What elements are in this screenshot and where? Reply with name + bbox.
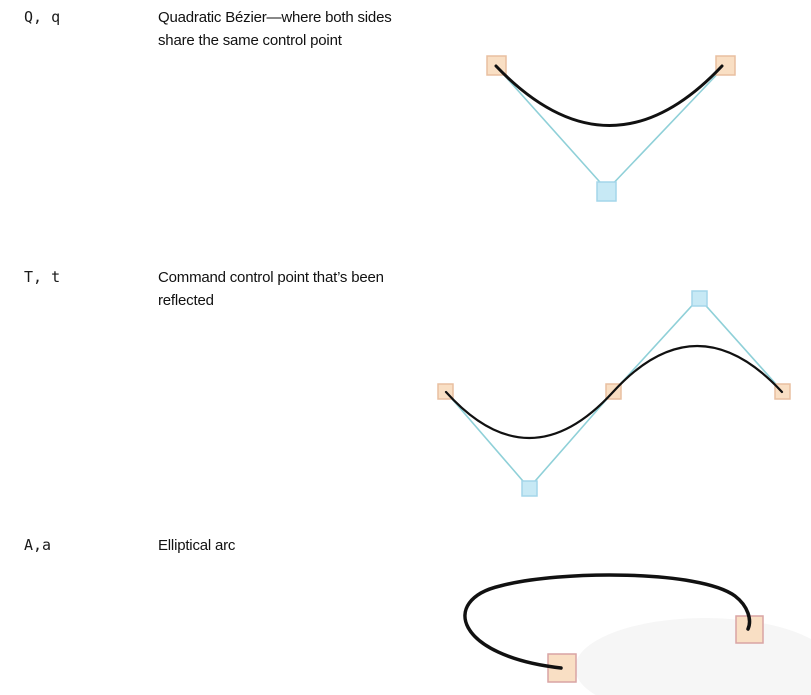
control-point-marker <box>521 480 538 497</box>
control-point-marker <box>596 181 617 202</box>
reflected-control-point-marker <box>691 290 708 307</box>
background-shadow <box>575 618 811 695</box>
elliptical-arc-figure <box>463 573 764 683</box>
description-t-line2: reflected <box>158 292 214 309</box>
description-a: Elliptical arc <box>158 534 408 557</box>
description-q-line1: Quadratic Bézier—where both sides <box>158 9 392 26</box>
command-a: A,a <box>24 536 52 554</box>
smooth-quadratic-curve <box>444 345 784 439</box>
description-q-line2: share the same control point <box>158 32 342 49</box>
quadratic-bezier-figure <box>486 55 736 202</box>
control-guide-lines <box>495 65 726 192</box>
elliptical-arc-curve <box>463 573 752 670</box>
description-t-line1: Command control point that’s been <box>158 269 384 286</box>
description-t: Command control point that’s been reflec… <box>158 266 408 312</box>
quadratic-curve <box>494 64 724 127</box>
smooth-quadratic-figure <box>437 290 791 497</box>
command-q: Q, q <box>24 8 61 26</box>
end-point-marker <box>715 55 736 76</box>
command-t: T, t <box>24 268 61 286</box>
description-q: Quadratic Bézier—where both sides share … <box>158 6 408 52</box>
description-a-line1: Elliptical arc <box>158 537 236 554</box>
